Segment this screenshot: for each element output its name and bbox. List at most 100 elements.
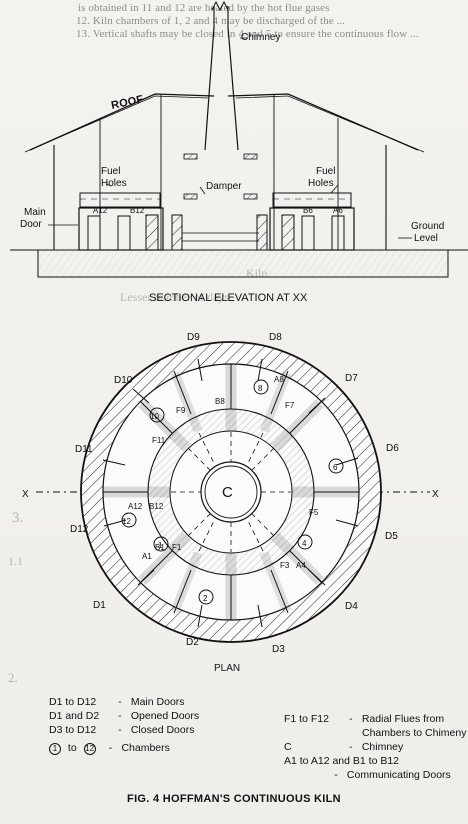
- door-d12-label: D12: [70, 524, 89, 535]
- upper-damper-left: [183, 153, 198, 160]
- legend-term: D3 to D12: [49, 724, 97, 736]
- legend-dash: -: [349, 741, 353, 753]
- chamber-number-circles: [121, 379, 344, 605]
- ground-level-label-line-2: Level: [414, 233, 438, 244]
- chamber-8-label: 8: [258, 384, 263, 393]
- background-ghost-text: 2.: [8, 670, 18, 685]
- a1-label: A1: [142, 552, 152, 561]
- chamber-1-label: 1: [158, 541, 163, 550]
- fuel-holes-left-leader: [105, 183, 113, 187]
- door-opening: [197, 604, 203, 628]
- background-ghost-text: Lesser number of days: [120, 290, 229, 304]
- left-inner-door: [117, 215, 131, 251]
- door-opening: [257, 358, 263, 382]
- legend-definition: Communicating Doors: [346, 769, 451, 781]
- legend-row: D3 to D12 - Closed Doors: [49, 723, 199, 737]
- left-chimney-base: [171, 214, 183, 251]
- b6-elevation-label: B6: [303, 206, 313, 215]
- chamber-12-label: 12: [122, 517, 131, 526]
- damper-leader: [199, 186, 206, 195]
- b12-label: B12: [149, 502, 164, 511]
- door-opening: [102, 459, 126, 466]
- f7-label: F7: [285, 401, 295, 410]
- a6-elevation-label: A6: [333, 206, 343, 215]
- left-fuel-hole-band: [79, 192, 161, 208]
- left-hatched-pier: [145, 214, 159, 251]
- legend-dash: -: [349, 713, 353, 725]
- right-chimney-base: [256, 214, 268, 251]
- a4-label: A4: [296, 561, 306, 570]
- a12-label: A12: [128, 502, 143, 511]
- door-opening: [257, 604, 263, 628]
- door-d11-label: D11: [75, 444, 93, 455]
- legend-row: C - Chimney: [284, 740, 466, 754]
- door-opening: [132, 388, 150, 404]
- roof-right-edge: [235, 95, 425, 153]
- legend-term: F1 to F12: [284, 713, 329, 725]
- fuel-holes-right-leader: [330, 184, 339, 194]
- chimney-center-label: C: [222, 484, 233, 501]
- door-d7-label: D7: [345, 373, 358, 384]
- f5-label: F5: [309, 508, 319, 517]
- chimney-inner-circle: [204, 465, 258, 519]
- left-inner-door: [87, 215, 101, 251]
- b1-label: B1: [155, 543, 165, 552]
- upper-damper-right: [243, 153, 258, 160]
- ground-level-label-line-1: Ground: [411, 221, 444, 232]
- legend-term: C: [284, 741, 292, 753]
- fuel-holes-left-label-line-2: Holes: [101, 178, 127, 189]
- flue-dashes: [171, 432, 291, 552]
- background-line: 13. Vertical shafts may be closed in 4 a…: [76, 28, 419, 40]
- legend-definition: Closed Doors: [130, 724, 195, 736]
- b12-elevation-label: B12: [130, 206, 145, 215]
- b8-label: B8: [215, 397, 225, 406]
- right-fuel-hole-band: [272, 192, 352, 208]
- roof-left: [29, 93, 215, 151]
- sectional-elevation: Chimney ROOF Fuel Holes Fuel Holes Dampe…: [10, 0, 468, 304]
- legend-dash: -: [118, 710, 122, 722]
- door-opening: [335, 519, 359, 527]
- legend-to: to: [67, 742, 77, 754]
- right-hatched-pier: [281, 214, 295, 251]
- chamber-2-label: 2: [203, 594, 208, 603]
- legend-row: A1 to A12 and B1 to B12: [284, 754, 466, 768]
- legend-row: D1 and D2 - Opened Doors: [49, 709, 199, 723]
- chimney-left-side: [204, 26, 215, 151]
- background-text-strip: is obtained in 11 and 12 are heated by t…: [0, 0, 468, 40]
- legend-definition: Radial Flues from: [361, 713, 445, 725]
- legend-dash: -: [108, 742, 113, 754]
- fuel-holes-right-label-line-2: Holes: [308, 178, 334, 189]
- legend-definition: Main Doors: [130, 696, 185, 708]
- door-d9-label: D9: [187, 332, 200, 343]
- legend-circle-start: 1: [49, 743, 61, 755]
- legend-dash: -: [118, 696, 122, 708]
- legend-dash: -: [334, 769, 338, 781]
- chimney-right-side: [227, 26, 239, 151]
- elevation-caption: SECTIONAL ELEVATION AT XX: [149, 292, 308, 304]
- damper-right: [243, 193, 258, 200]
- damper-left: [183, 193, 198, 200]
- legend-definition: Opened Doors: [130, 710, 200, 722]
- legend-dash: -: [118, 724, 122, 736]
- legend-term: D1 and D2: [49, 710, 100, 722]
- door-d4-label: D4: [345, 601, 358, 612]
- door-d10-label: D10: [114, 375, 133, 386]
- figure-title: FIG. 4 HOFFMAN'S CONTINUOUS KILN: [127, 793, 341, 805]
- legend-circle-end: 12: [83, 743, 96, 755]
- legend-definition: Chimney: [361, 741, 404, 753]
- door-d6-label: D6: [386, 443, 399, 454]
- legend-left: D1 to D12 - Main Doors D1 and D2 - Opene…: [49, 695, 199, 755]
- damper-label: Damper: [206, 181, 242, 192]
- door-d2-label: D2: [186, 637, 199, 648]
- door-d5-label: D5: [385, 531, 398, 542]
- legend-term: A1 to A12 and B1 to B12: [284, 755, 400, 767]
- fuel-holes-right-label-line-1: Fuel: [316, 166, 335, 177]
- door-opening: [335, 457, 359, 466]
- background-line: 12. Kiln chambers of 1, 2 and 4 may be d…: [76, 15, 346, 27]
- legend-term: D1 to D12: [49, 696, 97, 708]
- f1-label: F1: [172, 543, 182, 552]
- plan-axis-right-label: X: [432, 489, 439, 500]
- legend-definition: Chambers to Chimeny: [362, 727, 467, 739]
- a12-elevation-label: A12: [93, 206, 108, 215]
